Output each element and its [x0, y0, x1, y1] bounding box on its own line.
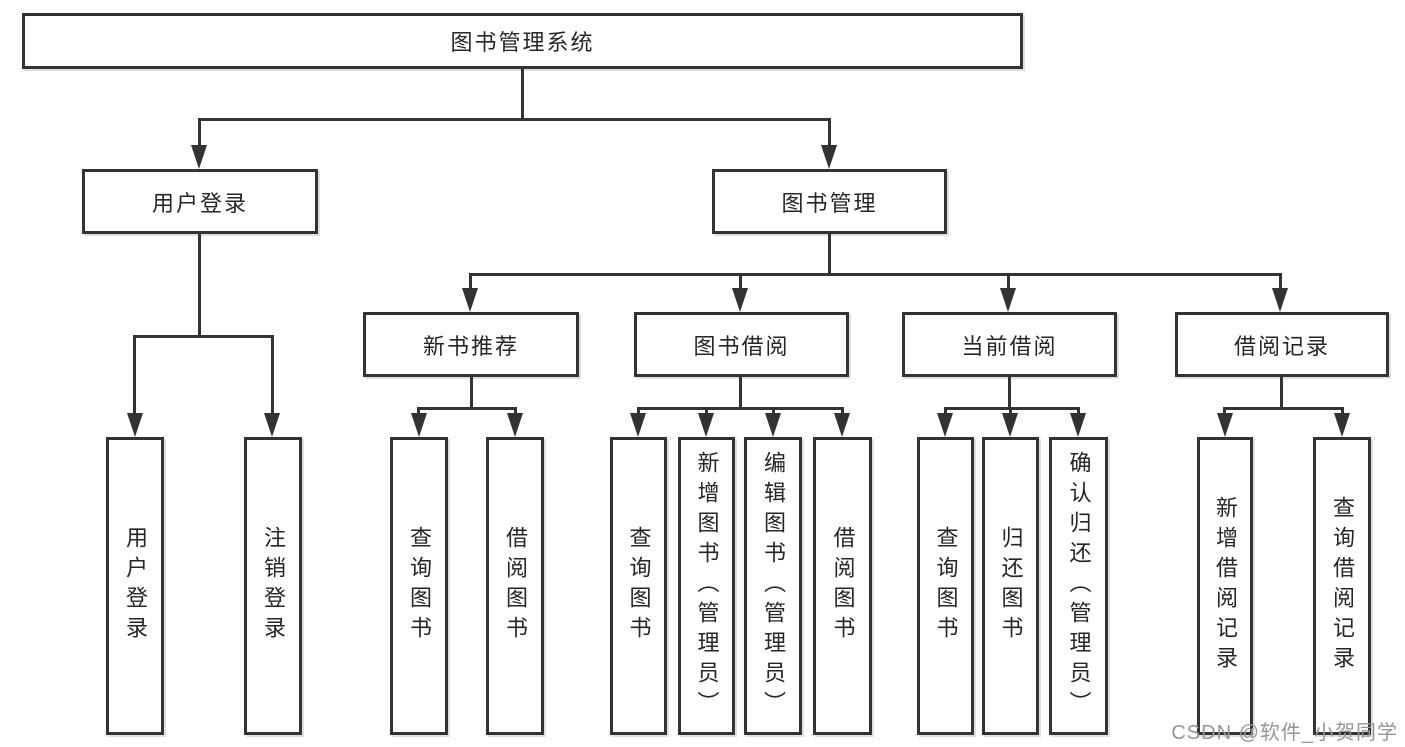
connector-borrow-rail: [637, 407, 844, 410]
arrow-down-icon: [264, 413, 280, 437]
arrow-down-icon: [1070, 413, 1086, 437]
arrow-down-icon: [1334, 413, 1350, 437]
leaf-user-login: 用户登录: [106, 437, 164, 735]
arrow-down-icon: [821, 145, 837, 169]
leaf-query-books-recommend: 查询图书: [390, 437, 448, 735]
connector-user-stem: [198, 234, 201, 335]
connector-drop-borrow: [739, 273, 742, 295]
arrow-down-icon: [937, 413, 953, 437]
node-label: 归还图书: [998, 526, 1024, 646]
node-borrowing-records: 借阅记录: [1175, 312, 1389, 377]
connector-drop-book-management: [828, 118, 831, 150]
arrow-down-icon: [1272, 288, 1288, 312]
arrow-down-icon: [698, 413, 714, 437]
node-library-management-system: 图书管理系统: [22, 13, 1023, 69]
arrow-down-icon: [411, 413, 427, 437]
connector-records-stem: [1280, 377, 1283, 407]
arrow-down-icon: [1000, 288, 1016, 312]
arrow-down-icon: [127, 413, 143, 437]
connector-drop: [705, 407, 708, 418]
connector-recommend-stem: [470, 377, 473, 407]
leaf-query-books-borrowing: 查询图书: [610, 437, 667, 735]
arrow-down-icon: [1002, 413, 1018, 437]
leaf-add-borrow-record: 新增借阅记录: [1197, 437, 1253, 735]
node-label: 查询图书: [407, 526, 432, 646]
connector-borrow-stem: [739, 377, 742, 407]
node-label: 查询图书: [933, 526, 959, 646]
leaf-borrow-books-borrowing: 借阅图书: [813, 437, 872, 735]
leaf-query-books-current: 查询图书: [917, 437, 974, 735]
leaf-confirm-return-admin: 确认归还（管理员）: [1049, 437, 1108, 735]
connector-recommend-rail: [417, 407, 517, 410]
connector-drop-current: [1007, 273, 1010, 295]
leaf-add-books-admin: 新增图书（管理员）: [678, 437, 735, 735]
connector-drop-login: [133, 335, 136, 418]
leaf-query-borrow-record: 查询借阅记录: [1313, 437, 1371, 735]
connector-records-rail: [1223, 407, 1344, 410]
connector-drop: [1077, 407, 1080, 418]
watermark-csdn: CSDN @软件_小贺同学: [1171, 722, 1398, 744]
node-label: 确认归还（管理员）: [1066, 451, 1092, 721]
node-label: 新增图书（管理员）: [694, 451, 720, 721]
leaf-return-books: 归还图书: [982, 437, 1039, 735]
node-label: 查询图书: [626, 526, 652, 646]
node-label: 注销登录: [261, 526, 286, 646]
node-book-borrowing: 图书借阅: [634, 312, 849, 377]
connector-drop: [1223, 407, 1226, 418]
connector-level2-rail: [198, 118, 831, 121]
node-label: 查询借阅记录: [1330, 496, 1355, 676]
connector-drop: [841, 407, 844, 418]
arrow-down-icon: [732, 288, 748, 312]
connector-drop: [514, 407, 517, 418]
node-label: 编辑图书（管理员）: [761, 451, 786, 721]
node-current-borrowing: 当前借阅: [902, 312, 1117, 377]
leaf-borrow-books-recommend: 借阅图书: [486, 437, 544, 735]
connector-current-rail: [944, 407, 1080, 410]
leaf-logout: 注销登录: [244, 437, 302, 735]
connector-drop: [417, 407, 420, 418]
arrow-down-icon: [1217, 413, 1233, 437]
connector-drop-logout: [271, 335, 274, 418]
node-new-book-recommend: 新书推荐: [363, 312, 579, 377]
connector-current-stem: [1008, 377, 1011, 407]
connector-drop: [944, 407, 947, 418]
connector-drop-user-login: [198, 118, 201, 150]
node-user-login: 用户登录: [82, 169, 318, 234]
connector-user-rail: [133, 335, 274, 338]
connector-root-stem: [521, 69, 524, 118]
connector-book-stem: [828, 234, 831, 273]
connector-drop: [1009, 407, 1012, 418]
leaf-edit-books-admin: 编辑图书（管理员）: [744, 437, 802, 735]
node-label: 新增借阅记录: [1213, 496, 1238, 676]
arrow-down-icon: [191, 145, 207, 169]
connector-drop: [1341, 407, 1344, 418]
arrow-down-icon: [462, 288, 478, 312]
connector-drop: [772, 407, 775, 418]
arrow-down-icon: [630, 413, 646, 437]
node-label: 用户登录: [123, 526, 148, 646]
arrow-down-icon: [834, 413, 850, 437]
arrow-down-icon: [765, 413, 781, 437]
connector-drop: [637, 407, 640, 418]
node-label: 借阅图书: [830, 526, 856, 646]
node-book-management: 图书管理: [712, 169, 947, 234]
connector-drop-recommend: [469, 273, 472, 295]
connector-level3-rail: [469, 273, 1282, 276]
node-label: 借阅图书: [503, 526, 528, 646]
arrow-down-icon: [507, 413, 523, 437]
connector-drop-records: [1279, 273, 1282, 295]
